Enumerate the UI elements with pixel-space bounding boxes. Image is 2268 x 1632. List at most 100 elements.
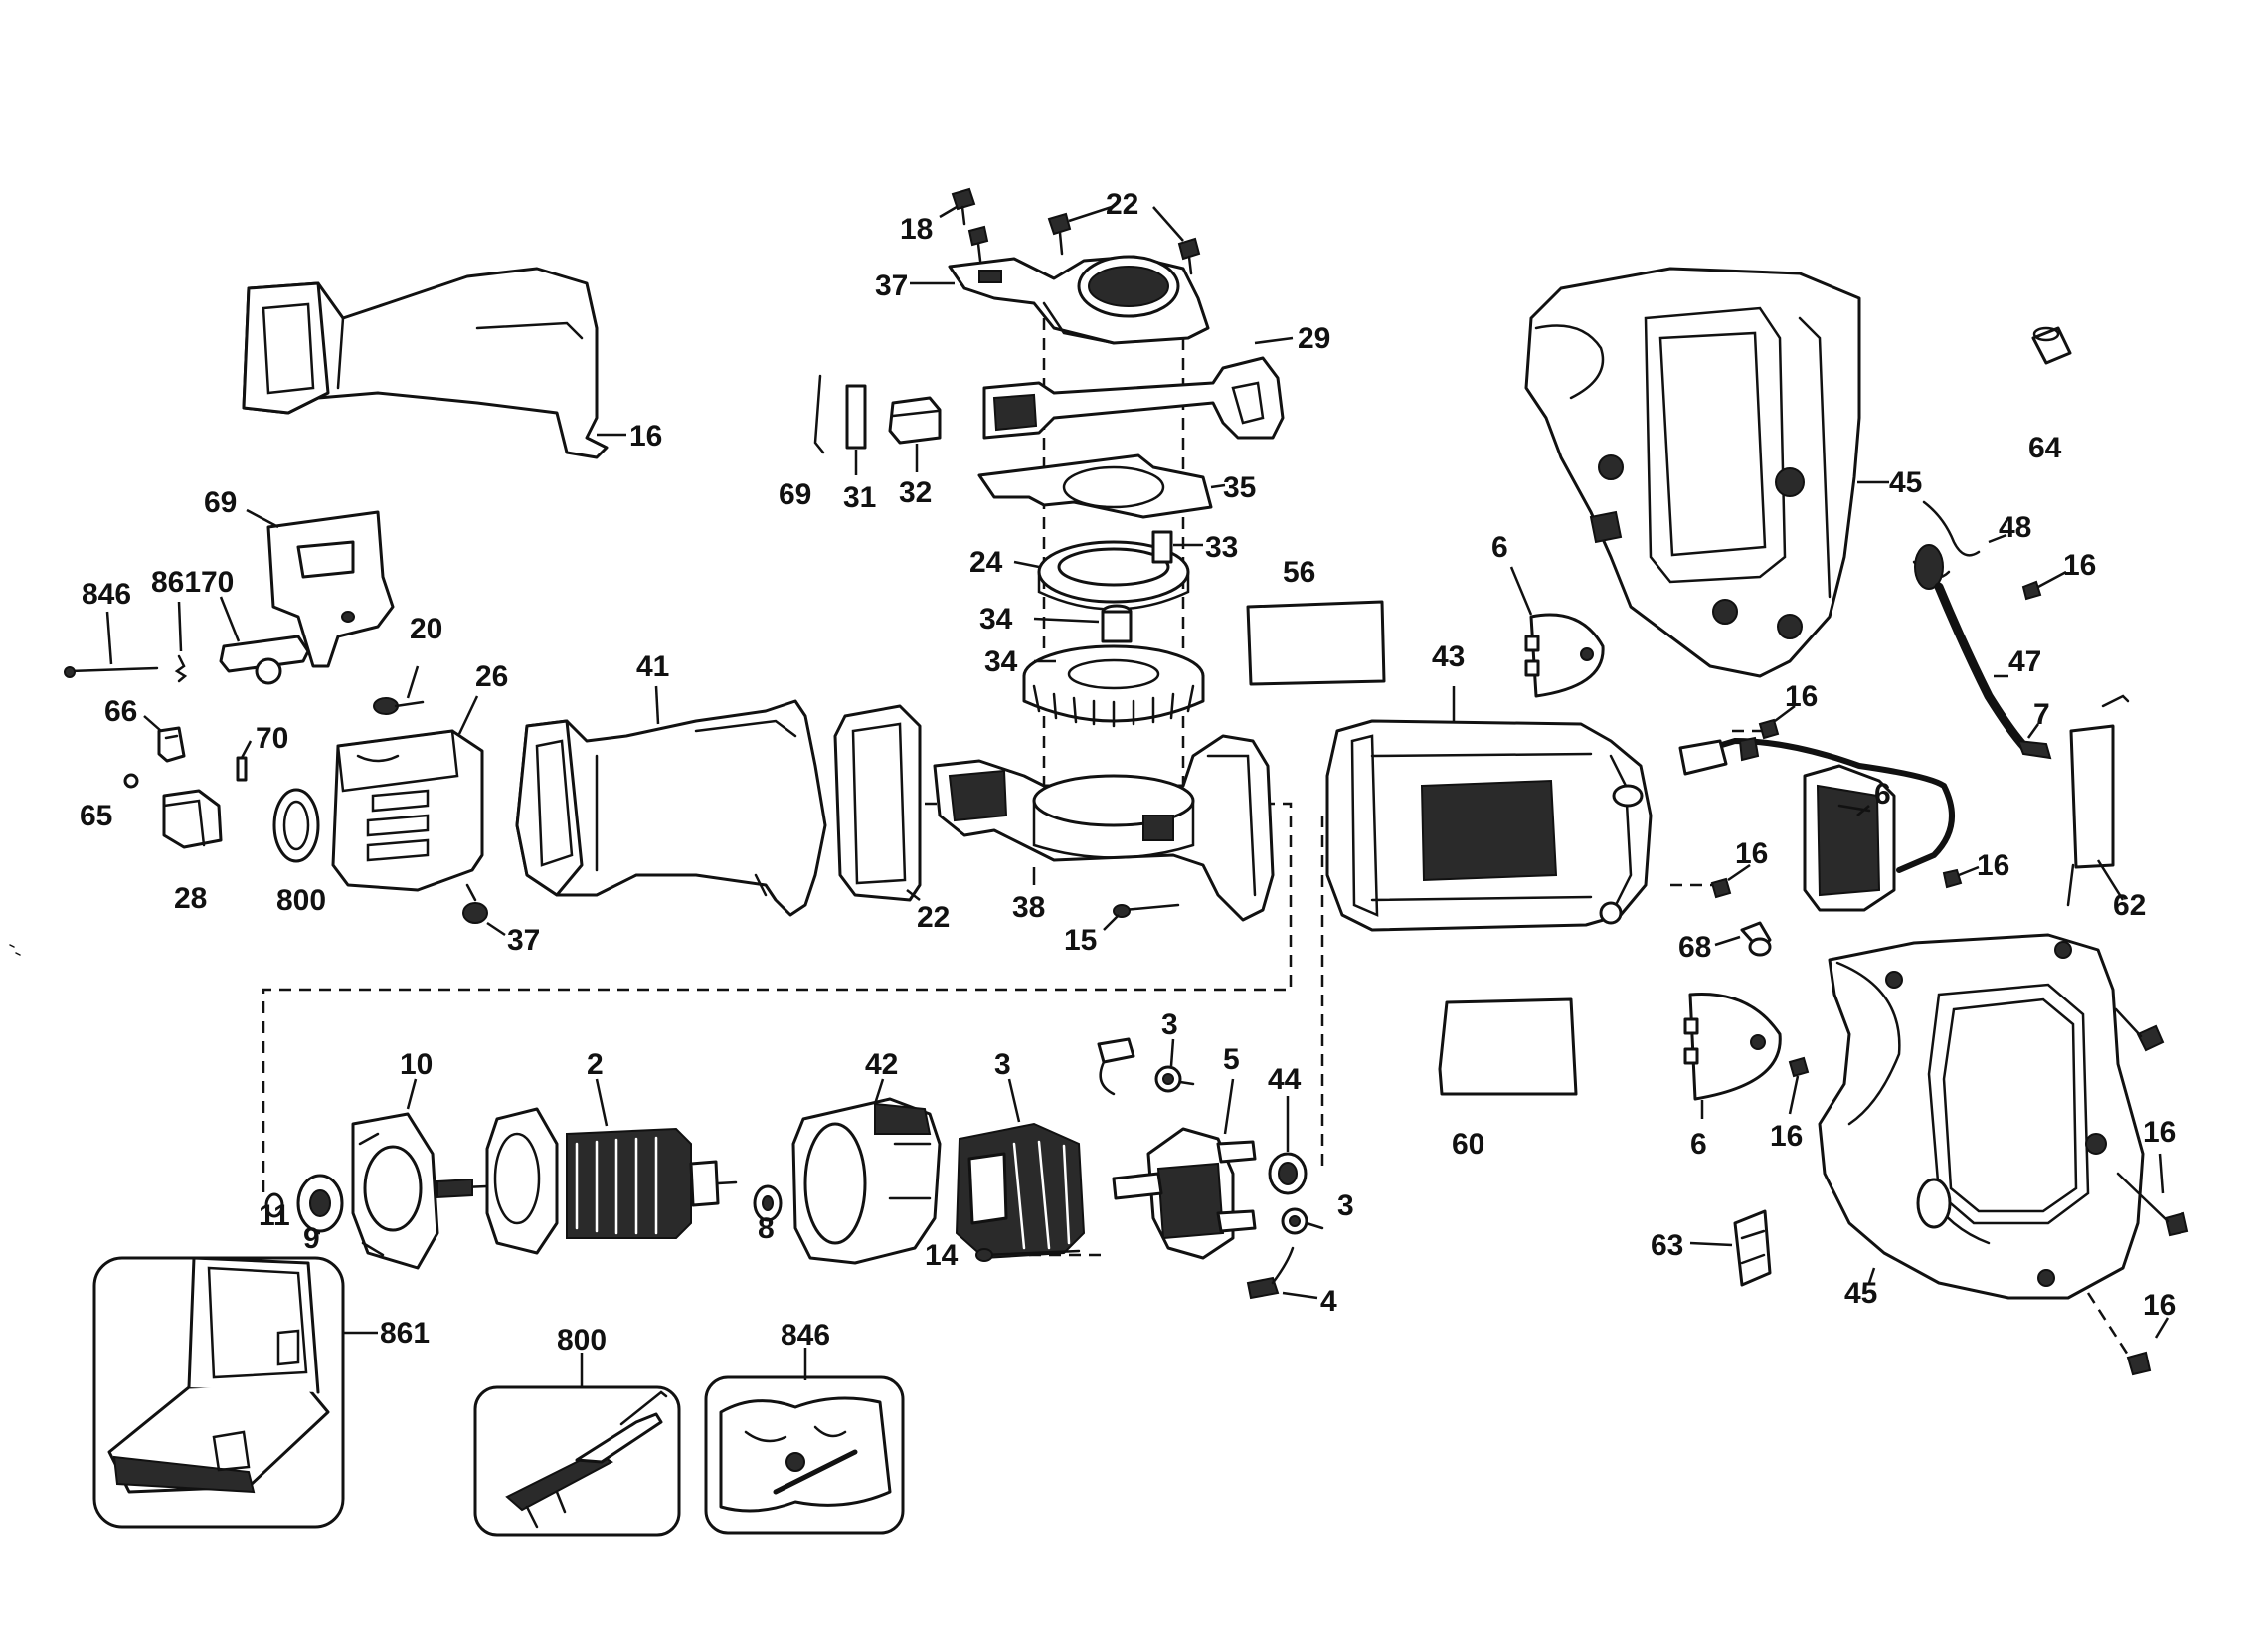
part-51-label: 56 (1246, 556, 1386, 686)
callout-861: 861 (380, 1317, 430, 1350)
callout-42: 42 (865, 1048, 898, 1081)
callout-3b: 3 (1337, 1189, 1354, 1222)
callout-57: 63 (1651, 1229, 1683, 1262)
callout-33: 33 (1205, 531, 1238, 564)
part-42-baffle-housing: 42 (791, 1048, 942, 1265)
kit-846-parts-bag: 846 (704, 1319, 905, 1535)
callout-11: 10 (400, 1048, 433, 1081)
part-68-terminal: 68 (1678, 921, 1772, 964)
callout-16d: 16 (2143, 1116, 2176, 1149)
callout-70: 70 (256, 722, 288, 755)
part-70-pin: 70 (236, 722, 288, 782)
kit-800-tool: 800 (473, 1324, 681, 1537)
part-3-brush-bottom: 3 (1281, 1189, 1354, 1235)
part-45-housing-half-upper: 45 (1524, 267, 1922, 678)
part-64-ring: 800 (272, 788, 326, 917)
part-47-cord: 47 (1934, 582, 2041, 756)
part-17-screw: 16 (2021, 549, 2096, 601)
callout-56: 62 (2113, 889, 2146, 922)
callout-45a: 45 (1889, 466, 1922, 499)
callout-64: 800 (276, 884, 326, 917)
part-11-baffle: 10 (351, 1048, 439, 1270)
stray-marks (9, 944, 21, 956)
callout-6b: 6 (1690, 1128, 1707, 1161)
callout-51: 56 (1283, 556, 1315, 589)
callout-7: 6 (1874, 778, 1891, 811)
callout-16e: 16 (2143, 1289, 2176, 1322)
callout-69: 69 (779, 478, 811, 511)
callout-41: 41 (636, 650, 669, 683)
callout-9: 8 (758, 1212, 775, 1245)
part-9-bearing: 8 (753, 1184, 783, 1245)
callout-5: 5 (1223, 1043, 1240, 1076)
callout-35: 34 (979, 603, 1013, 635)
part-18-screw: 18 (900, 187, 989, 263)
callout-16b: 16 (1735, 837, 1768, 870)
kit-861-carrying-case: 861 (92, 1256, 430, 1529)
part-44-bearing: 44 (1268, 1063, 1308, 1195)
callout-3a: 3 (1161, 1008, 1178, 1041)
callout-44: 44 (1268, 1063, 1302, 1096)
callout-65: 846 (82, 578, 131, 611)
part-57-bracket: 63 (1651, 1209, 1772, 1287)
part-16-screw-switch-bottom: 16 (1710, 837, 1768, 899)
part-60-clip: 66 (104, 695, 186, 763)
callout-17: 16 (2063, 549, 2096, 582)
callout-31: 31 (843, 481, 876, 514)
callout-39: 38 (1012, 891, 1045, 924)
part-25-gasket: 22 (833, 704, 950, 934)
callout-36: 35 (1223, 471, 1256, 504)
callout-22: 22 (1106, 188, 1138, 221)
callout-10: 9 (303, 1222, 320, 1255)
part-32-block: 32 (888, 396, 942, 509)
part-58-sleeve: 64 (2028, 326, 2072, 464)
callout-37: 37 (875, 270, 908, 302)
part-41-main-housing: 41 (515, 650, 827, 917)
part-brush-clip (1097, 1037, 1135, 1096)
part-26-bearing-ring: 24 (969, 540, 1190, 611)
part-16-screw-cap: 16 (1770, 1056, 1810, 1153)
callout-16a: 16 (1785, 680, 1818, 713)
part-48-strain-relief: 48 (1912, 500, 2031, 590)
callout-60: 66 (104, 695, 137, 728)
callout-38: 37 (507, 924, 540, 957)
callout-14: 14 (925, 1239, 959, 1272)
callout-15: 15 (1064, 924, 1097, 957)
part-35-bushing: 34 (979, 603, 1133, 643)
part-31-plate: 31 (843, 384, 876, 514)
part-45-housing-half-lower: 45 (1818, 933, 2145, 1310)
part-36-plate: 35 (977, 453, 1256, 519)
part-3-brush-top: 3 (1154, 1008, 1195, 1093)
callout-8: 7 (2033, 698, 2050, 731)
part-2-field: 3 (955, 1048, 1086, 1260)
callout-63: 70 (201, 566, 234, 599)
part-33-pin: 33 (1151, 530, 1238, 564)
callout-20: 16 (629, 420, 662, 453)
callout-24: 20 (410, 613, 442, 645)
callout-800: 800 (557, 1324, 607, 1357)
part-5-end-bell: 5 (1112, 1043, 1257, 1260)
part-69-pin: 69 (779, 374, 825, 511)
part-28-front-cover: 26 (331, 660, 508, 892)
part-14-screw: 14 (925, 1239, 1081, 1272)
part-19-wire-harness: 16 (1678, 736, 2009, 889)
part-7-switch: 6 (1803, 764, 1896, 912)
part-65-rod: 846 (64, 578, 159, 678)
part-16-screws-housing: 16 16 (2114, 1007, 2189, 1376)
part-15-screw: 15 (1064, 903, 1180, 957)
part-66-spring: 861 (151, 566, 201, 683)
callout-16c: 16 (1770, 1120, 1803, 1153)
callout-58: 64 (2028, 432, 2062, 464)
part-38-screw: 37 (462, 883, 540, 957)
callout-19: 16 (1977, 849, 2009, 882)
callout-34: 34 (984, 645, 1018, 678)
part-6-cap-top: 6 (1491, 531, 1605, 698)
callout-28: 26 (475, 660, 508, 693)
part-12-washer: 11 (259, 1192, 290, 1232)
callout-4: 4 (1320, 1285, 1337, 1318)
part-8-cord-end: 7 (2016, 698, 2052, 760)
part-56-label: 62 (2066, 694, 2146, 922)
callout-25: 22 (917, 901, 950, 934)
part-20-handle-cover: 16 (242, 267, 662, 459)
